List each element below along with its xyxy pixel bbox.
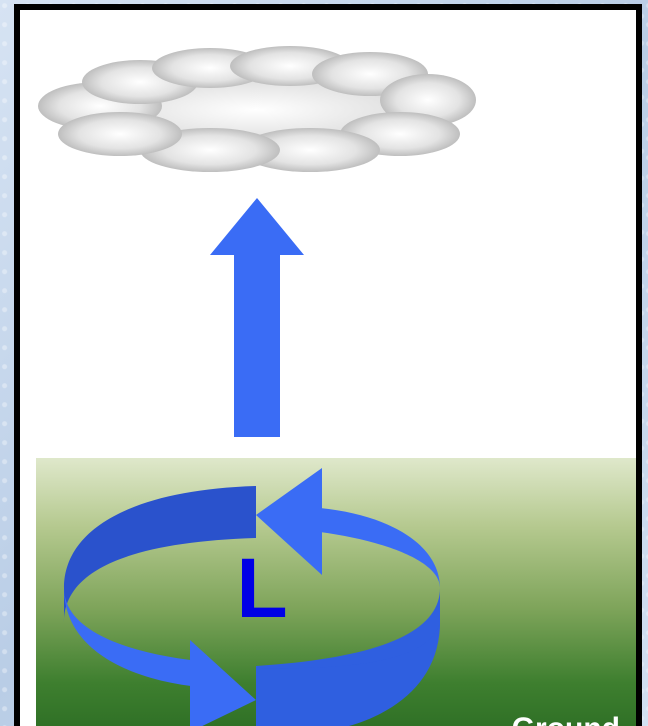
low-pressure-label: L [232,546,292,630]
rising-air-arrow [210,198,304,437]
diagram-graphics [20,10,636,726]
cloud-icon [38,46,476,172]
diagram-frame: Ground [14,4,642,726]
